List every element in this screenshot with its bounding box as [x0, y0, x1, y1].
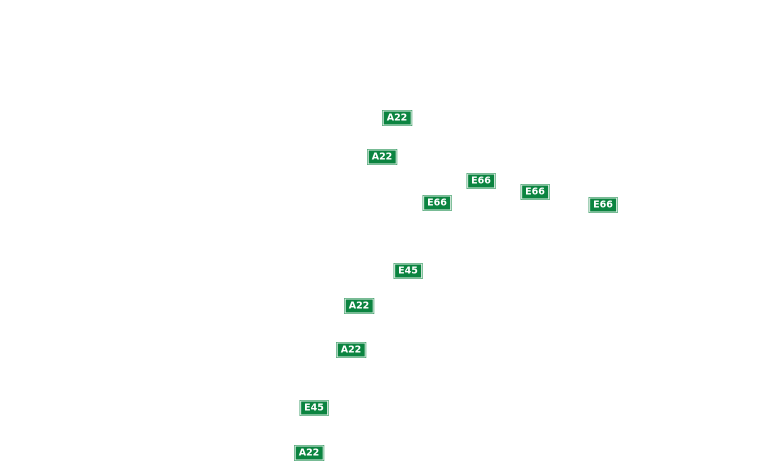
road-shield-e45[interactable]: E45 — [300, 400, 328, 416]
road-shield-a22[interactable]: A22 — [294, 445, 324, 461]
road-shield-e66[interactable]: E66 — [521, 184, 549, 200]
road-shield-e45[interactable]: E45 — [394, 263, 422, 279]
road-shield-e66[interactable]: E66 — [423, 195, 451, 211]
road-shield-a22[interactable]: A22 — [336, 342, 366, 358]
road-shield-a22[interactable]: A22 — [382, 110, 412, 126]
road-shield-e66[interactable]: E66 — [467, 173, 495, 189]
road-shield-a22[interactable]: A22 — [367, 149, 397, 165]
road-shield-e66[interactable]: E66 — [589, 197, 617, 213]
road-shield-a22[interactable]: A22 — [344, 298, 374, 314]
